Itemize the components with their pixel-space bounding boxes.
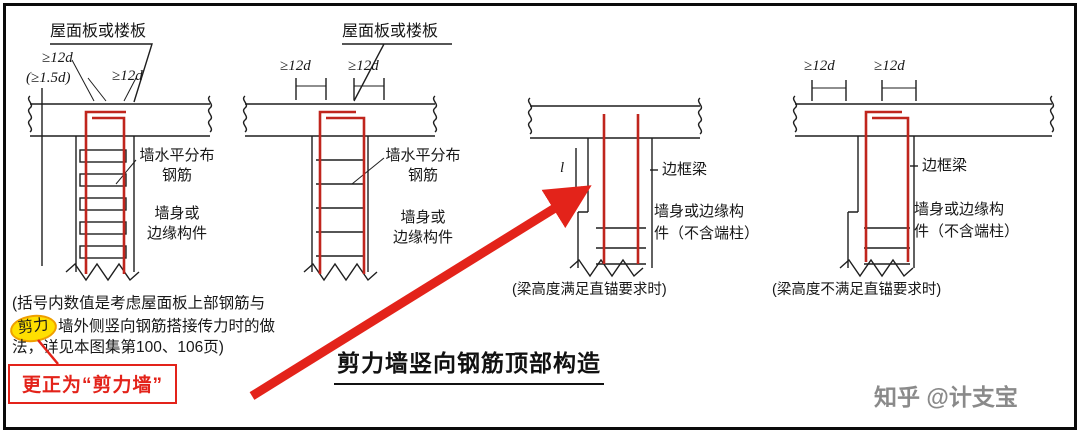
- diagram3-condition-note: (梁高度满足直锚要求时): [512, 282, 667, 298]
- diagram1-dim-1-5d: (≥1.5d): [26, 70, 71, 86]
- leader-lines: [71, 59, 916, 185]
- watermark-text: 知乎 @计支宝: [874, 384, 1018, 410]
- diagram1-dim-12d-top: ≥12d: [42, 50, 73, 66]
- diagram4-linework: [792, 80, 1055, 278]
- diagram1-wall-label: 墙身或 边缘构件: [138, 204, 216, 243]
- diagram4-dim-12d-right: ≥12d: [874, 58, 905, 74]
- diagram4-wall-label-line1: 墙身或边缘构: [914, 201, 1005, 218]
- diagram3-anchor-length-label: l: [560, 160, 565, 176]
- diagram1-rebar-label: 墙水平分布 钢筋: [134, 146, 220, 185]
- diagram2-rebar-label-line1: 墙水平分布: [385, 147, 461, 164]
- diagram2-wall-label-line2: 边缘构件: [392, 228, 453, 246]
- diagram1-rebar-label-line1: 墙水平分布: [139, 147, 215, 164]
- diagram1-rebar-label-line2: 钢筋: [161, 166, 192, 184]
- diagram1-linework: [27, 43, 213, 282]
- diagram4-beam-label: 边框梁: [922, 157, 968, 174]
- diagram2-rebar-label-line2: 钢筋: [407, 166, 438, 184]
- diagram3-wall-label-line1: 墙身或边缘构: [654, 203, 745, 220]
- diagram1-wall-label-line2: 边缘构件: [146, 224, 207, 242]
- footnote-line2-rest: 墙外侧竖向钢筋搭接传力时的做: [58, 318, 276, 335]
- figure-title: 剪力墙竖向钢筋顶部构造: [334, 344, 604, 385]
- diagram2-rebar-label: 墙水平分布 钢筋: [380, 146, 466, 185]
- diagram2-wall-label-line1: 墙身或: [400, 209, 446, 226]
- footnote-line2: 剪力墙外侧竖向钢筋搭接传力时的做: [8, 312, 276, 345]
- diagram2-dim-12d-right: ≥12d: [348, 58, 379, 74]
- diagram4-condition-note: (梁高度不满足直锚要求时): [772, 282, 942, 298]
- diagram4-dim-12d-left: ≥12d: [804, 58, 835, 74]
- diagram4-wall-label-line2: 件（不含端柱）: [914, 223, 1020, 240]
- diagram2-dim-12d-left: ≥12d: [280, 58, 311, 74]
- diagram3-linework: [527, 97, 703, 278]
- diagram2-wall-label: 墙身或 边缘构件: [384, 208, 462, 247]
- footnote-line3: 法，详见本图集第100、106页): [12, 339, 224, 356]
- diagram1-wall-label-line1: 墙身或: [154, 205, 200, 222]
- diagram1-slab-label: 屋面板或楼板: [50, 23, 147, 40]
- correction-box: 更正为“剪力墙”: [8, 364, 178, 404]
- footnote-line1: (括号内数值是考虑屋面板上部钢筋与: [12, 295, 266, 312]
- diagram2-slab-label: 屋面板或楼板: [342, 23, 439, 40]
- diagram3-wall-label-line2: 件（不含端柱）: [654, 225, 760, 242]
- diagram3-beam-label: 边框梁: [662, 161, 708, 178]
- diagram1-dim-12d-right: ≥12d: [112, 68, 143, 84]
